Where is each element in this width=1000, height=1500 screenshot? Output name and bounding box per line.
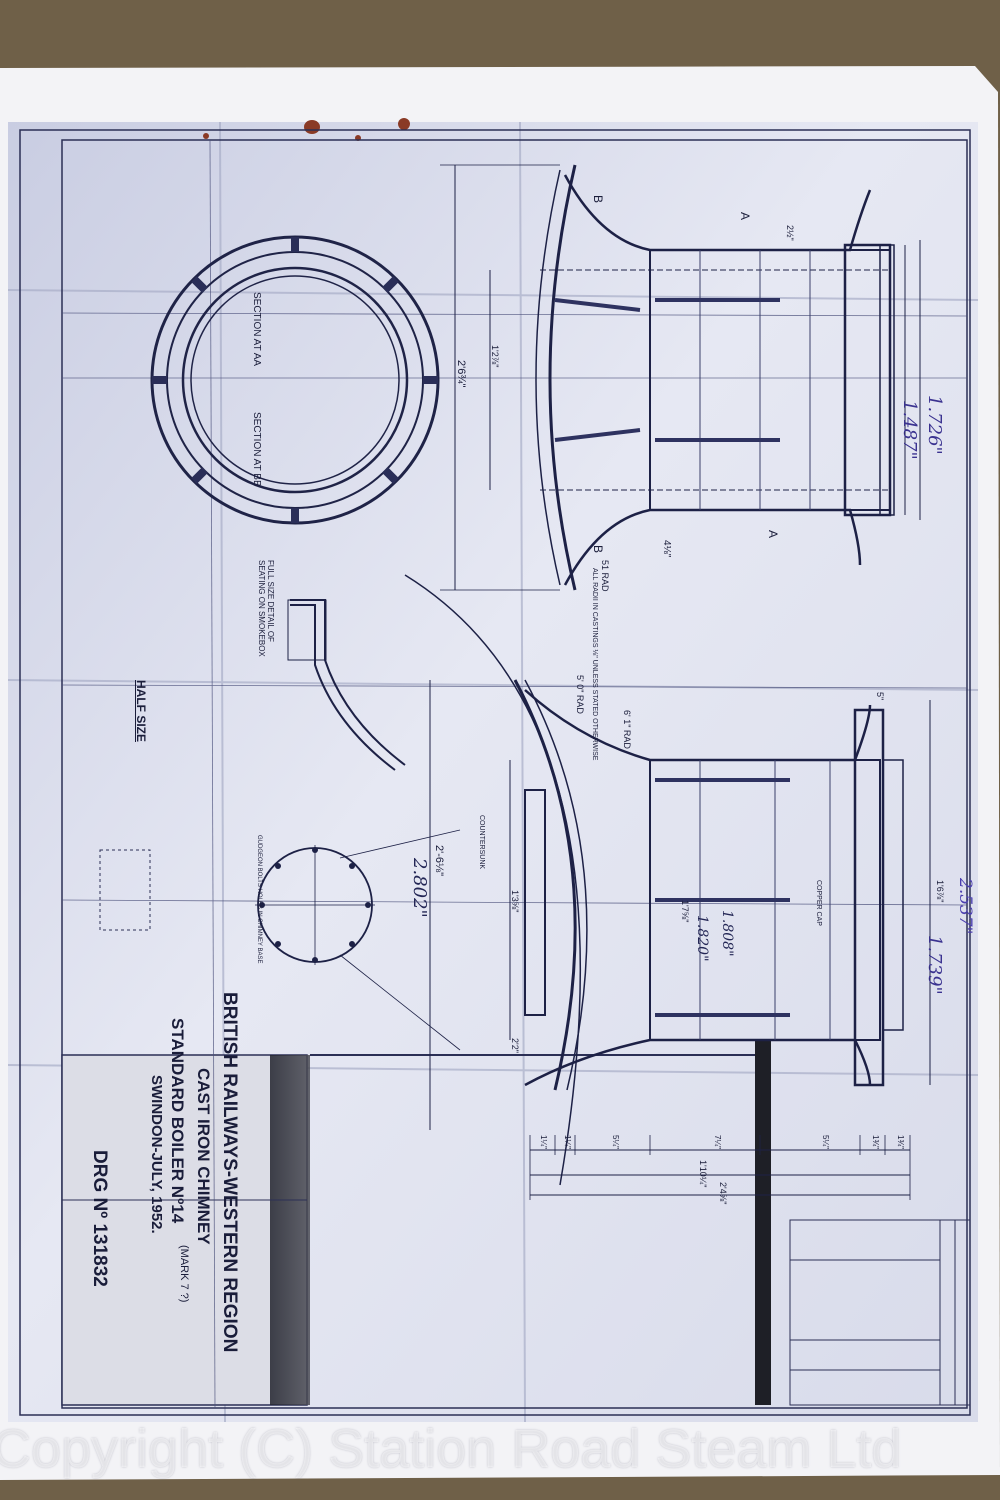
scale-stamp: [99, 849, 151, 931]
dim-overall-height: 2'6¾": [455, 360, 467, 388]
dim-bottom-7: 1¾": [896, 1135, 905, 1149]
drawing-border: [19, 129, 971, 1416]
dim-2ft2: 2'2": [510, 1038, 520, 1053]
dim-bottom-total-a: 1'10¼": [698, 1160, 708, 1188]
lower-chimney: [429, 680, 931, 1200]
bolt-hole-circle: [255, 829, 461, 1051]
dim-bottom-2: 1¼": [563, 1135, 572, 1149]
dim-bottom-6: 1¾": [871, 1135, 880, 1149]
title-line-4: SWINDON-JULY, 1952.: [148, 1075, 165, 1234]
dim-bottom-total-b: 2'4⅝": [718, 1182, 728, 1205]
label-copper-cap: COPPER CAP: [815, 880, 822, 926]
title-line-1: BRITISH RAILWAYS-WESTERN REGION: [219, 992, 240, 1353]
dim-4: 4⅛": [661, 540, 672, 558]
marker-a-bottom: A: [766, 530, 780, 539]
dim-bottom-4: 7¼": [713, 1135, 722, 1149]
drawing-number: DRG Nº 131832: [89, 1150, 110, 1287]
label-section-bb: SECTION AT BB: [251, 412, 262, 487]
marker-a-top: A: [738, 212, 752, 221]
dim-top-width: 2½": [785, 225, 795, 241]
handwritten-1808: 1.808": [719, 910, 735, 957]
label-full-size-detail: FULL SIZE DETAIL OF SEATING ON SMOKEBOX: [257, 560, 275, 657]
dim-lower-bore: 1'7⅝": [680, 900, 690, 923]
handwritten-1739: 1.739": [924, 935, 945, 995]
section-ring: [150, 235, 440, 525]
handwritten-2802: 2.802": [409, 858, 430, 918]
dim-rad-50: 5' 0" RAD: [575, 675, 585, 714]
dim-bottom-5: 5¼": [821, 1135, 830, 1149]
smokebox-arc: [404, 574, 588, 1186]
dim-rad-51: 51 RAD: [600, 560, 610, 592]
dim-bottom-1: 1¼": [539, 1135, 548, 1149]
title-line-3: STANDARD BOILER Nº14: [168, 1018, 187, 1224]
label-scale: HALF SIZE: [134, 680, 148, 742]
label-castings-note: ALL RADII IN CASTINGS ⅛" UNLESS STATED O…: [591, 568, 598, 761]
dim-lower-inner: 1'3⅝": [510, 890, 520, 913]
dim-rad-61: 6' 1" RAD: [622, 710, 632, 749]
title-line-3-note: (MARK 7 ?): [178, 1245, 190, 1303]
marker-b-bottom: B: [591, 545, 605, 554]
label-section-aa: SECTION AT AA: [251, 292, 262, 367]
label-gudgeon-note: GUDGEON BOLTS HOLES IN CHIMNEY BASE: [256, 835, 262, 964]
handwritten-1487: 1.487": [899, 400, 920, 460]
title-line-2: CAST IRON CHIMNEY: [194, 1068, 213, 1245]
handwritten-2537: 2.537": [955, 878, 975, 935]
title-block: [61, 1040, 771, 1406]
upper-chimney: [440, 164, 921, 591]
copyright-watermark: Copyright (C) Station Road Steam Ltd: [0, 1419, 902, 1479]
dim-lower-depth: 2'-6⅛": [433, 845, 445, 877]
dim-upper-rad: 1'2⅞": [490, 345, 500, 368]
revision-table: [789, 1219, 971, 1406]
dim-lower-top-width: 5": [875, 692, 885, 701]
marker-b-top: B: [591, 195, 605, 204]
label-countersunk: COUNTERSUNK: [478, 815, 485, 870]
dim-lower-rim: 1'6⅞": [935, 880, 945, 903]
handwritten-1726: 1.726": [924, 395, 945, 455]
construction-lines: [61, 139, 968, 1409]
seating-detail: [287, 599, 406, 771]
dim-bottom-3: 5¼": [611, 1135, 620, 1149]
handwritten-1820: 1.820": [694, 915, 710, 962]
